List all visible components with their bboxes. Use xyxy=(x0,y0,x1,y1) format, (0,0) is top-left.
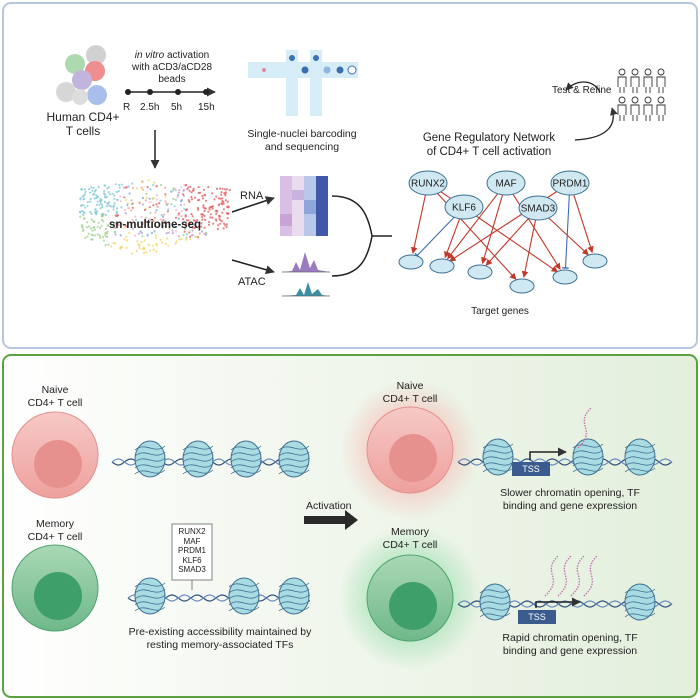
tf-list-box xyxy=(171,523,213,581)
tf-list-item: KLF6 xyxy=(182,555,202,565)
timepoint-15h: 15h xyxy=(198,102,215,113)
nucleosome-icon xyxy=(624,438,656,476)
slower-label: Slower chromatin opening, TF binding and… xyxy=(500,487,640,512)
grn-edge xyxy=(562,193,570,269)
memory-cell-left-icon xyxy=(11,544,99,632)
nucleosome-icon xyxy=(572,438,604,476)
activation-line3: beads xyxy=(158,74,186,85)
tf-node-label: MAF xyxy=(495,179,516,190)
memory-left-label: Memory CD4+ T cell xyxy=(27,518,83,543)
target-gene-node xyxy=(552,269,578,285)
naive-left-label: Naive CD4+ T cell xyxy=(27,384,83,409)
chromatin-fibers xyxy=(111,438,673,621)
atac-arrow xyxy=(231,259,275,275)
naive-cell-right-icon xyxy=(340,380,480,520)
nucleosome-icon xyxy=(134,577,166,615)
rapid-label: Rapid chromatin opening, TF binding and … xyxy=(502,632,638,657)
tf-node xyxy=(408,170,448,196)
memory-cell-right-icon xyxy=(338,526,482,670)
tf-list-item: SMAD3 xyxy=(178,565,206,574)
multiome-label: sn-multiome-seq xyxy=(108,219,201,231)
nucleosome-icon xyxy=(134,440,166,478)
activation-label: in vitro activation with aCD3/aCD28 bead… xyxy=(112,50,232,86)
merge-brace xyxy=(331,195,392,277)
test-arrow xyxy=(565,81,601,93)
rna-label: RNA xyxy=(240,190,264,202)
barcoding-label: Single-nuclei barcoding and sequencing xyxy=(247,128,357,153)
tf-node-label: SMAD3 xyxy=(521,204,556,215)
tss-marker-memory xyxy=(518,597,581,624)
rna-heatmap-icon xyxy=(280,176,328,236)
grn-edge xyxy=(444,217,461,259)
people-group-icon xyxy=(617,68,666,121)
grn-edge xyxy=(414,214,457,259)
target-gene-node xyxy=(509,278,535,294)
target-gene-node xyxy=(582,253,608,269)
nucleosome-icon xyxy=(278,577,310,615)
grn-edge xyxy=(572,193,594,254)
target-gene-node xyxy=(398,254,424,270)
top-panel xyxy=(2,2,698,349)
tf-list-item: MAF xyxy=(183,536,201,546)
tss-label-memory: TSS xyxy=(528,612,546,622)
tf-node xyxy=(444,194,484,220)
tf-list-item: PRDM1 xyxy=(177,546,206,555)
cells-label: Human CD4+ T cells xyxy=(46,110,120,138)
nucleosome-icon xyxy=(278,440,310,478)
nucleosome-icon xyxy=(230,440,262,478)
preexisting-label: Pre-existing accessibility maintained by… xyxy=(128,626,312,651)
tf-node-label: RUNX2 xyxy=(411,179,445,190)
refine-loop-arrow xyxy=(574,107,618,141)
timepoint-5h: 5h xyxy=(171,102,183,113)
rna-transcript-icon xyxy=(577,407,592,449)
grn-edge xyxy=(521,218,537,278)
nucleosome-icon xyxy=(182,440,214,478)
activation-rest: activation xyxy=(164,50,210,61)
grn-edge xyxy=(481,193,504,264)
cells-cluster-icon xyxy=(56,45,107,105)
naive-right-label: Naive CD4+ T cell xyxy=(382,380,438,405)
activation-arrow-label: Activation xyxy=(306,500,352,512)
test-refine-label: Test & Refine xyxy=(552,85,612,96)
umap-scatter-icon xyxy=(78,179,231,255)
tf-list: RUNX2 MAF PRDM1 KLF6 SMAD3 xyxy=(172,527,212,575)
tf-node xyxy=(486,170,526,196)
atac-label: ATAC xyxy=(238,276,266,288)
grn-edge xyxy=(485,215,532,266)
target-genes-label: Target genes xyxy=(471,306,529,317)
rna-transcripts-icon xyxy=(544,555,598,597)
microfluidic-chip-icon xyxy=(248,50,358,116)
tf-node-label: PRDM1 xyxy=(552,179,587,190)
tf-node xyxy=(518,195,558,221)
activation-arrow-icon xyxy=(304,510,358,530)
activation-line2: with aCD3/aCD28 xyxy=(131,62,213,73)
tf-node-label: KLF6 xyxy=(452,203,476,214)
naive-cell-left-icon xyxy=(11,411,99,499)
nucleosome-icon xyxy=(624,583,656,621)
memory-right-label: Memory CD4+ T cell xyxy=(382,526,438,551)
grn-edge xyxy=(410,193,427,254)
grn-edge xyxy=(447,191,500,260)
atac-peaks-icon xyxy=(282,252,330,297)
nucleosome-icon xyxy=(228,577,260,615)
rna-arrow xyxy=(231,196,275,213)
tf-list-item: RUNX2 xyxy=(178,527,206,536)
timeline xyxy=(125,87,216,97)
timepoint-2-5h: 2.5h xyxy=(140,102,160,113)
activation-italic: in vitro xyxy=(134,50,165,61)
target-gene-node xyxy=(429,258,455,274)
nucleosome-icon xyxy=(479,583,511,621)
nucleosome-icon xyxy=(482,438,514,476)
timepoint-R: R xyxy=(123,102,131,113)
tss-marker-naive xyxy=(512,447,567,476)
tss-label-naive: TSS xyxy=(522,464,540,474)
grn-title: Gene Regulatory Network of CD4+ T cell a… xyxy=(422,132,556,158)
tf-node xyxy=(550,170,590,196)
target-gene-node xyxy=(467,264,493,280)
